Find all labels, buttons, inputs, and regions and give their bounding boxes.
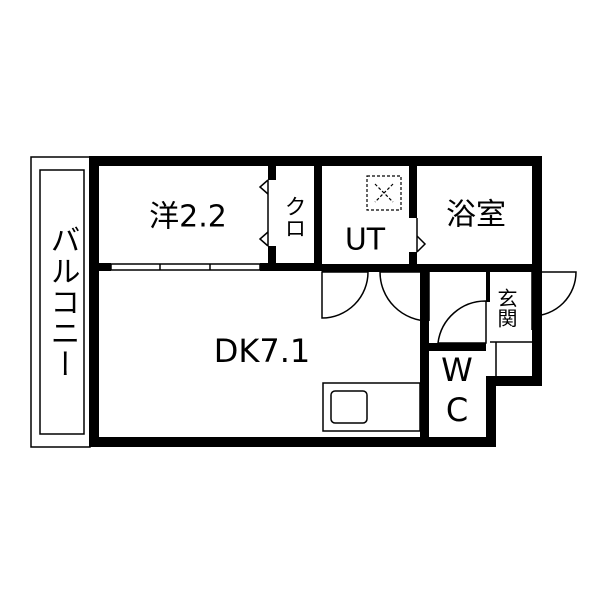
- closet-label: クロ: [281, 195, 306, 239]
- entrance-step: [490, 341, 532, 376]
- balcony-label: バルコニー: [45, 225, 80, 380]
- western-room-label: 洋2.2: [149, 200, 227, 235]
- sliding-window: [110, 263, 261, 271]
- entrance-label: 玄関: [494, 288, 518, 328]
- interior-walls: [99, 166, 532, 442]
- toilet-label: WC: [438, 351, 476, 431]
- bathroom-label: 浴室: [446, 198, 506, 233]
- balcony: [30, 156, 91, 448]
- door-swings: [321, 271, 577, 344]
- outer-walls: [89, 156, 542, 447]
- washer-space: [366, 175, 402, 211]
- bath-door: [416, 218, 427, 253]
- kitchen-sink: [322, 382, 421, 432]
- closet-door: [258, 179, 269, 247]
- dining-kitchen-label: DK7.1: [214, 332, 311, 370]
- utility-label: UT: [345, 223, 386, 258]
